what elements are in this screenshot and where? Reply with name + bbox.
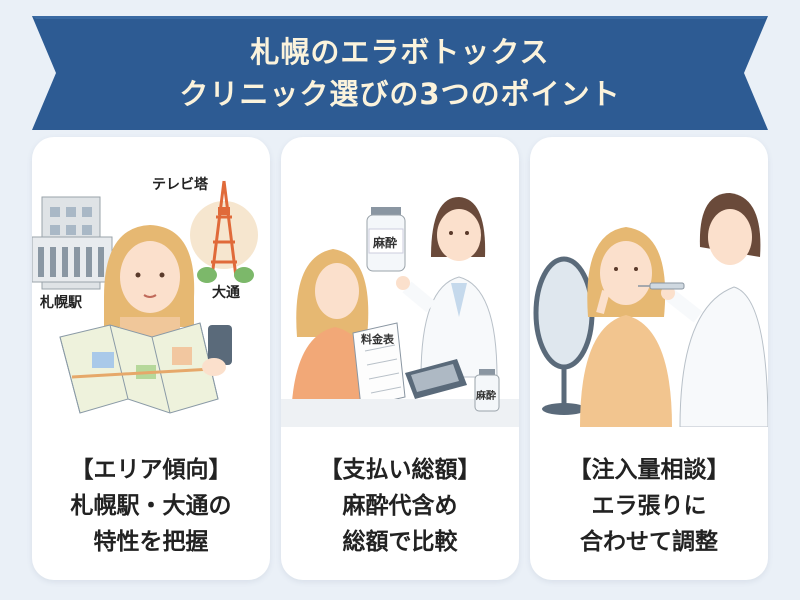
card-total-payment: 麻酔 料金表 xyxy=(281,137,519,580)
card-text-line1: 札幌駅・大通の xyxy=(70,493,232,519)
label-odori: 大通 xyxy=(212,284,240,301)
syringe-icon xyxy=(638,282,685,290)
card-text-line1: エラ張りに xyxy=(591,493,707,519)
banner-title-line2: クリニック選びの3つのポイント xyxy=(179,77,621,111)
card-injection-amount: 【注入量相談】 エラ張りに 合わせて調整 xyxy=(530,137,768,580)
card-text-line2: 特性を把握 xyxy=(93,529,209,555)
consultation-illustration: 麻酔 料金表 xyxy=(281,197,519,427)
banner-ribbon xyxy=(32,16,768,130)
tv-tower-icon xyxy=(190,180,258,283)
patient-figure xyxy=(580,227,672,427)
card-heading: 【注入量相談】 xyxy=(568,457,730,483)
doctor-figure xyxy=(661,193,768,427)
banner-title-line1: 札幌のエラボトックス xyxy=(250,35,550,69)
card-text-line1: 麻酔代含め xyxy=(342,493,458,519)
price-list-icon xyxy=(352,322,406,408)
card-area-trend: テレビ塔 札幌駅 大通 【エリア傾向】 札幌駅・大通の 特性を把握 xyxy=(32,137,270,580)
label-anesthesia: 麻酔 xyxy=(372,235,397,250)
card-text-line2: 合わせて調整 xyxy=(580,529,718,555)
card-text-line2: 総額で比較 xyxy=(342,529,458,555)
card-heading: 【支払い総額】 xyxy=(319,457,481,483)
calculator-icon xyxy=(405,359,467,399)
label-anesthesia-small: 麻酔 xyxy=(475,389,496,402)
woman-with-map xyxy=(59,225,232,414)
label-price-list: 料金表 xyxy=(361,332,395,346)
injection-illustration xyxy=(533,193,768,427)
card-heading: 【エリア傾向】 xyxy=(70,457,232,483)
label-sapporo-station: 札幌駅 xyxy=(39,294,83,311)
title-banner: 札幌のエラボトックス クリニック選びの3つのポイント xyxy=(32,16,768,130)
map-woman-illustration: テレビ塔 札幌駅 大通 xyxy=(32,176,258,414)
vial-small-icon xyxy=(474,369,500,412)
vial-icon xyxy=(366,207,406,272)
building-icon xyxy=(32,196,113,290)
label-tv-tower: テレビ塔 xyxy=(152,176,209,193)
doctor-figure xyxy=(396,197,498,378)
